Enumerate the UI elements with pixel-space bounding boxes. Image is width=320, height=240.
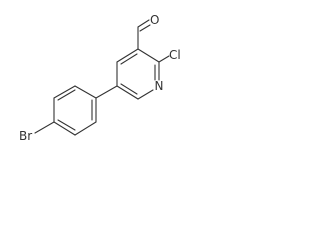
bond-ph-b-c: [74, 121, 97, 136]
bond-c4-c3: [116, 48, 139, 63]
bond-c6-c5-double: [120, 83, 138, 95]
bond-n1-c6: [137, 89, 154, 100]
bond-c3-c2: [137, 48, 160, 63]
bond-ph-f-a: [74, 85, 97, 99]
bond-ph-c-d: [53, 121, 76, 136]
atom-chlorine-label: Cl: [169, 48, 181, 62]
bond-pyridine-phenyl: [95, 85, 118, 99]
atom-oxygen-label: O: [150, 13, 159, 27]
bond-c2-cl: [158, 55, 170, 63]
bond-c6-c5: [116, 85, 139, 100]
phenyl-ring: [53, 85, 97, 136]
bond-ph-e-f: [53, 85, 76, 99]
molecule-structure: O Cl N Br: [19, 13, 181, 143]
bond-c4-c3-double: [120, 53, 138, 65]
aldehyde-group: [137, 19, 151, 50]
bond-ph-c-d-double: [57, 119, 76, 131]
atom-nitrogen-label: N: [155, 79, 164, 93]
bond-cho-o: [137, 19, 150, 28]
atom-bromine-label: Br: [19, 129, 32, 143]
bond-phenyl-br: [34, 121, 55, 134]
pyridine-ring: [116, 48, 160, 100]
bond-cho-o-double: [139, 24, 151, 32]
bond-ph-e-f-double: [57, 89, 76, 101]
